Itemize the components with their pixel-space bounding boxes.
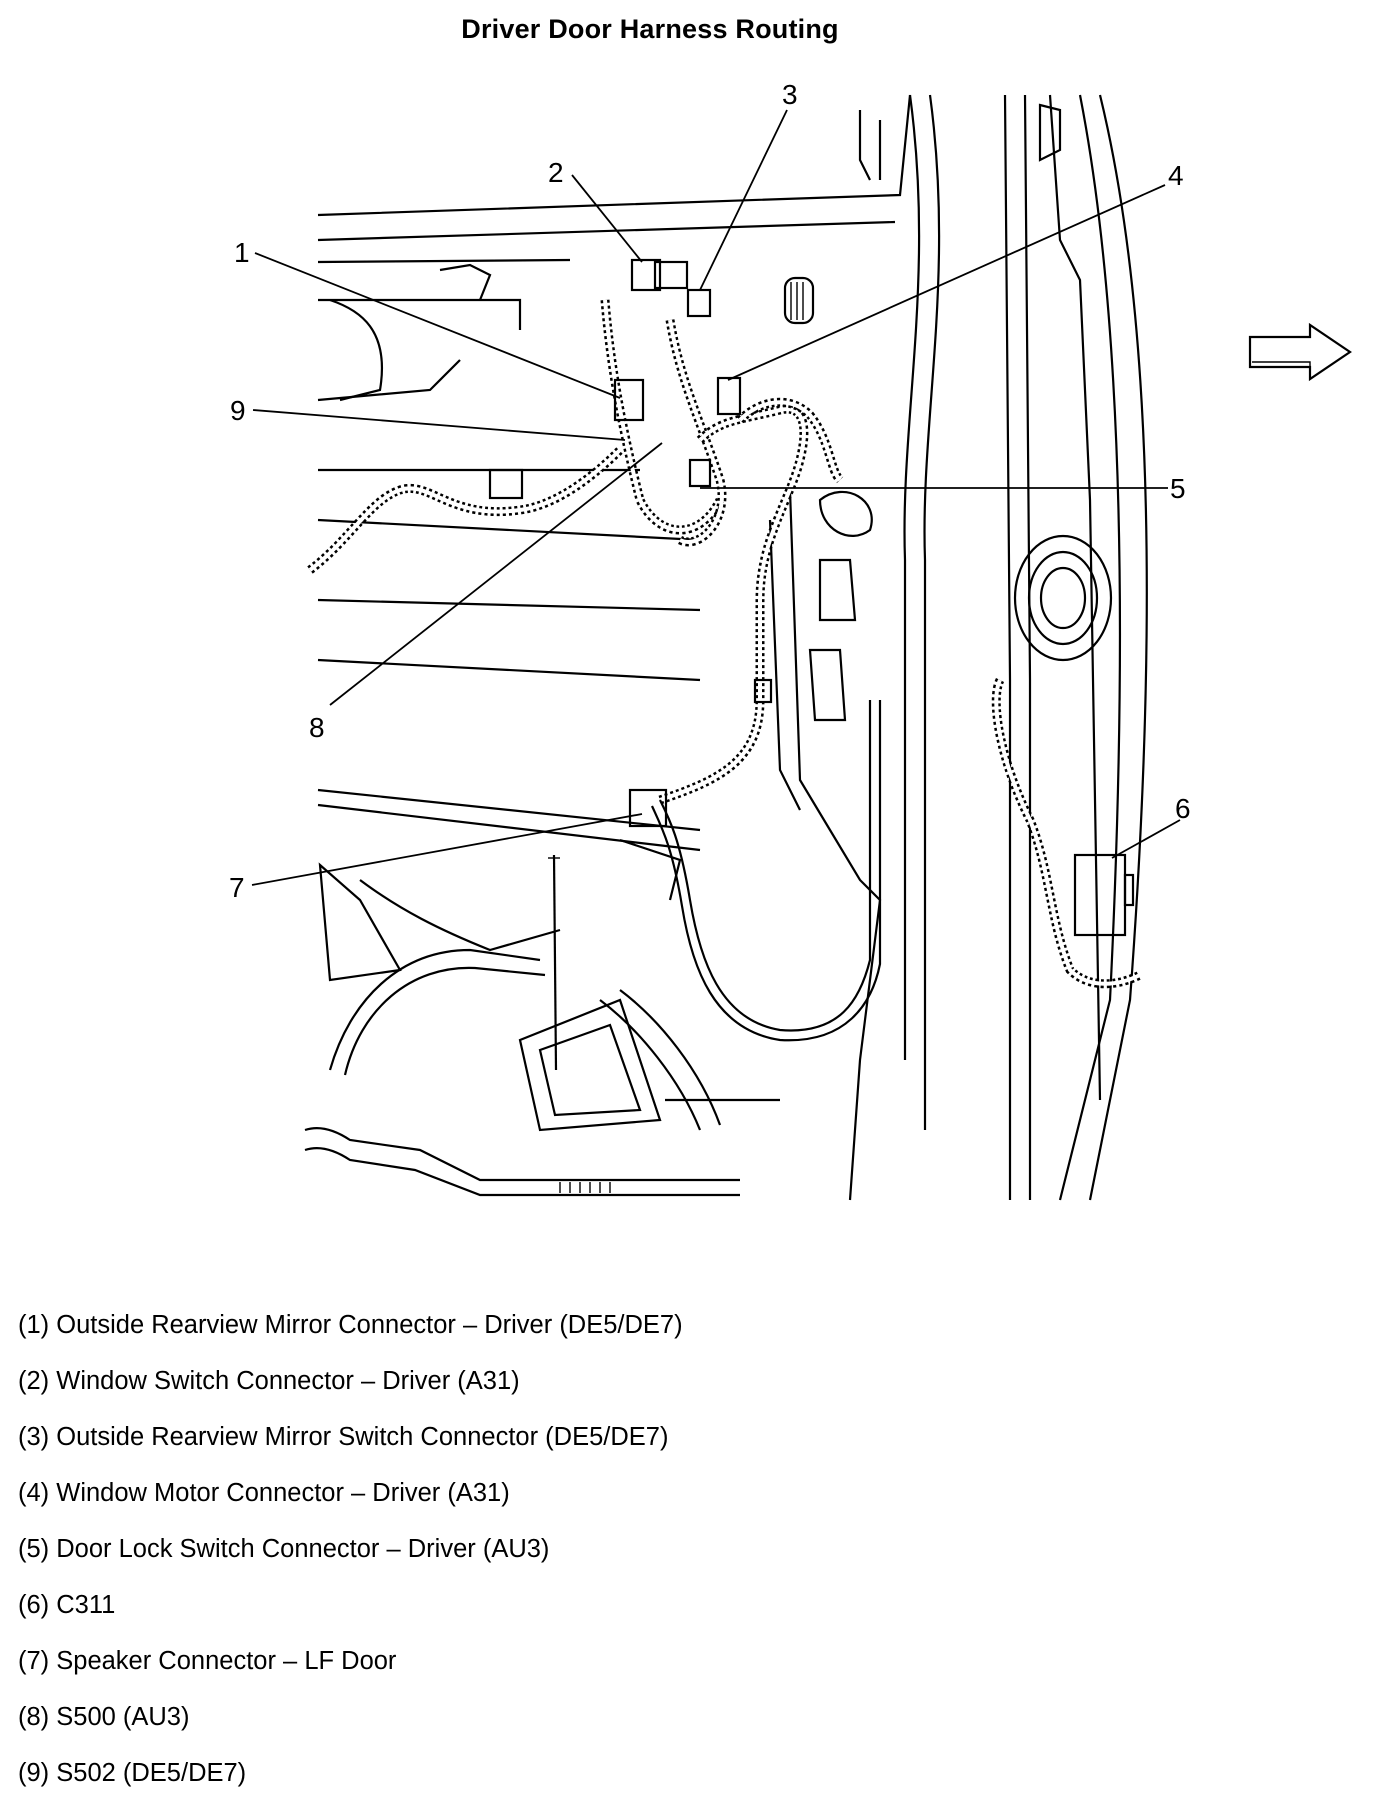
door-panel-structure	[304, 94, 1148, 1201]
callout-6: 6	[1175, 793, 1191, 824]
legend-item-5: (5) Door Lock Switch Connector – Driver …	[18, 1535, 550, 1563]
diagram-title: Driver Door Harness Routing	[461, 14, 839, 44]
door-harness-illustration: 1 2 3 4 5 6 7 8 9	[229, 79, 1352, 1201]
legend-item-6: (6) C311	[18, 1591, 116, 1619]
legend-item-4: (4) Window Motor Connector – Driver (A31…	[18, 1479, 510, 1507]
forward-arrow-shadow	[1252, 361, 1311, 373]
callout-3: 3	[782, 79, 798, 110]
callout-4: 4	[1168, 160, 1184, 191]
callout-labels: 1 2 3 4 5 6 7 8 9	[229, 79, 1191, 903]
callout-2: 2	[548, 157, 564, 188]
legend-item-2: (2) Window Switch Connector – Driver (A3…	[18, 1367, 520, 1395]
callout-leaders	[251, 109, 1181, 886]
legend-item-1: (1) Outside Rearview Mirror Connector – …	[18, 1311, 683, 1339]
connectors	[488, 258, 1135, 937]
forward-arrow-icon	[1248, 322, 1352, 382]
callout-9: 9	[230, 395, 246, 426]
callout-5: 5	[1170, 473, 1186, 504]
legend-item-8: (8) S500 (AU3)	[18, 1703, 190, 1731]
legend-item-3: (3) Outside Rearview Mirror Switch Conne…	[18, 1423, 669, 1451]
callout-8: 8	[309, 712, 325, 743]
component-legend: (1) Outside Rearview Mirror Connector – …	[18, 1310, 683, 1814]
legend-item-9: (9) S502 (DE5/DE7)	[18, 1759, 247, 1787]
legend-item-7: (7) Speaker Connector – LF Door	[18, 1647, 397, 1675]
wiring-harness	[307, 299, 1143, 1042]
callout-7: 7	[229, 872, 245, 903]
callout-1: 1	[234, 237, 250, 268]
